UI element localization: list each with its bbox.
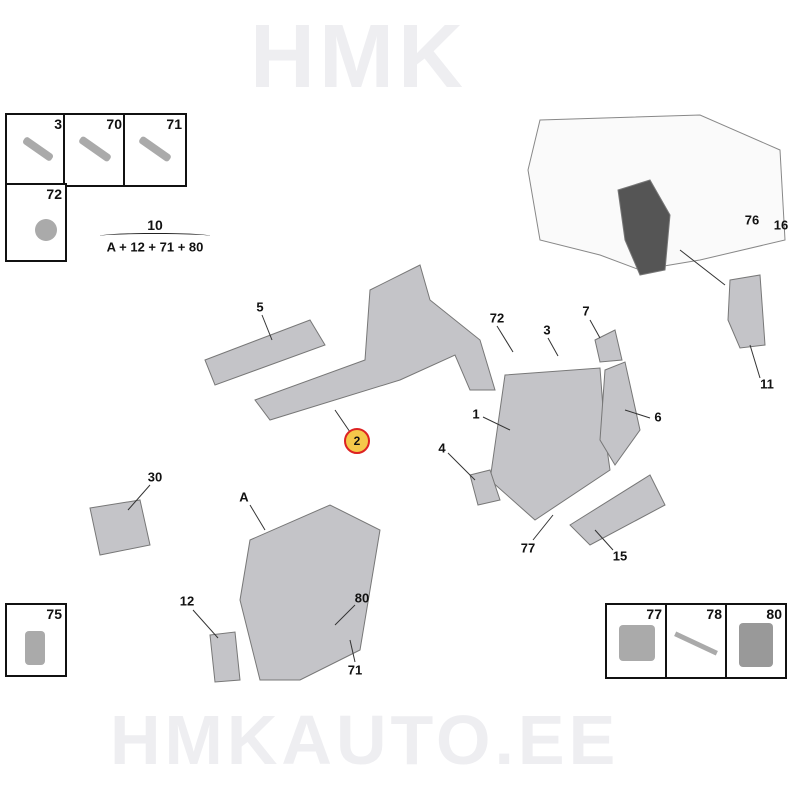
fastener-box-72: 72 (5, 183, 67, 262)
stud-icon (21, 135, 55, 163)
part-number: 72 (46, 186, 62, 202)
callout-30: 30 (147, 469, 163, 485)
wheel-arch-liner-small (617, 179, 671, 276)
callout-2-highlighted[interactable]: 2 (344, 428, 370, 454)
part-number: 71 (166, 116, 182, 132)
fastener-box-71: 71 (123, 113, 187, 187)
part-15 (569, 474, 666, 546)
callout-72: 72 (489, 310, 505, 326)
part-12 (209, 631, 241, 683)
watermark-top: HMK (250, 7, 467, 107)
self-tapping-screw-icon (35, 219, 57, 241)
mudflap (727, 274, 766, 349)
fastener-box-78: 78 (665, 603, 727, 679)
screw-icon (77, 135, 113, 163)
callout-3: 3 (543, 322, 551, 338)
part-number: 75 (46, 606, 62, 622)
kit-brace (100, 233, 210, 239)
callout-5: 5 (256, 299, 264, 315)
callout-1: 1 (472, 406, 480, 422)
callout-71: 71 (347, 662, 363, 678)
part-6 (599, 361, 641, 466)
callout-76: 76 (744, 212, 760, 228)
part-number: 78 (706, 606, 722, 622)
part-number: 70 (106, 116, 122, 132)
fastener-box-70: 70 (63, 113, 127, 187)
part-number: 3 (54, 116, 62, 132)
callout-12: 12 (179, 593, 195, 609)
kit-number: 10 (147, 217, 163, 233)
part-A-liner (239, 504, 381, 681)
rivet-icon (674, 631, 718, 656)
part-5 (204, 319, 326, 386)
fastener-box-77: 77 (605, 603, 667, 679)
callout-11: 11 (760, 376, 774, 392)
screw-icon (137, 135, 173, 163)
callout-A: A (239, 489, 249, 505)
part-7 (594, 329, 623, 363)
callout-7: 7 (582, 303, 590, 319)
part-number: 77 (646, 606, 662, 622)
watermark-bottom: HMKAUTO.EE (110, 701, 620, 779)
callout-16: 16 (773, 217, 789, 233)
fastener-box-80: 80 (725, 603, 787, 679)
callout-4: 4 (438, 440, 446, 456)
fastener-box-3: 3 (5, 113, 67, 187)
callout-15: 15 (612, 548, 628, 564)
part-1-fender (489, 367, 611, 521)
clip-icon (619, 625, 655, 661)
callout-77: 77 (520, 540, 536, 556)
part-30 (89, 499, 151, 556)
part-number: 80 (766, 606, 782, 622)
callout-6: 6 (654, 409, 662, 425)
kit-formula: A + 12 + 71 + 80 (106, 239, 204, 255)
fastener-box-75: 75 (5, 603, 67, 677)
spring-nut-icon (739, 623, 773, 667)
part-2 (254, 264, 496, 421)
part-4 (469, 469, 501, 506)
nut-insert-icon (25, 631, 45, 665)
callout-80: 80 (354, 590, 370, 606)
